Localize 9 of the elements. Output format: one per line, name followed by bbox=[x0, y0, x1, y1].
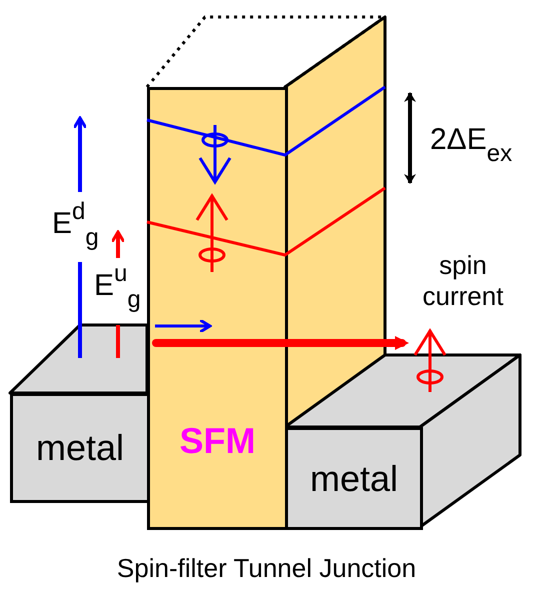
metal-block bbox=[10, 393, 150, 503]
caption: Spin-filter Tunnel Junction bbox=[116, 555, 418, 581]
node-label: metal bbox=[36, 427, 124, 469]
spin-current-label: spin current bbox=[422, 250, 504, 312]
barrier-layer bbox=[147, 87, 288, 530]
metal-block bbox=[285, 427, 423, 530]
exchange-splitting-label: 2ΔE$_{ex}$ bbox=[430, 125, 512, 166]
node-label: metal bbox=[310, 458, 398, 500]
node-label: SFM bbox=[180, 420, 256, 462]
